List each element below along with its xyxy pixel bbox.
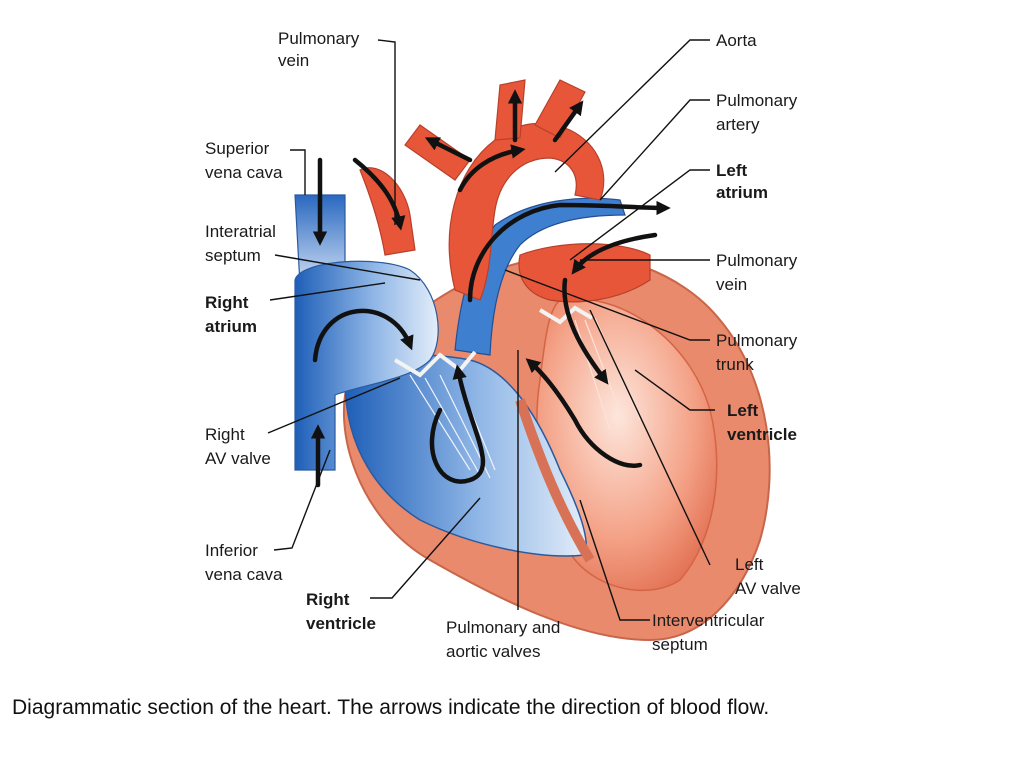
label-interventricular-septum: Interventricular septum bbox=[652, 611, 769, 654]
label-left-ventricle: Left ventricle bbox=[727, 401, 797, 444]
figure-caption: Diagrammatic section of the heart. The a… bbox=[12, 696, 770, 719]
label-right-atrium: Right atrium bbox=[205, 293, 257, 336]
label-interatrial-septum: Interatrial septum bbox=[205, 222, 281, 265]
aorta-arch bbox=[448, 122, 605, 301]
interventricular-septum-wall bbox=[515, 398, 595, 563]
label-pulmonary-vein-top: Pulmonary vein bbox=[278, 29, 364, 70]
label-pulmonary-aortic-valves: Pulmonary and aortic valves bbox=[446, 618, 565, 661]
heart-diagram: Pulmonary vein Superior vena cava Intera… bbox=[205, 29, 802, 661]
right-atrium-chamber bbox=[294, 260, 439, 471]
label-pulmonary-trunk: Pulmonary trunk bbox=[716, 331, 802, 374]
pulmonary-vein-left bbox=[359, 167, 416, 256]
label-superior-vena-cava: Superior vena cava bbox=[205, 139, 283, 182]
chordae-right bbox=[409, 371, 496, 479]
aorta-branches bbox=[404, 79, 586, 181]
label-pulmonary-artery: Pulmonary artery bbox=[716, 91, 802, 134]
right-av-valve-leaflets bbox=[393, 350, 477, 378]
blood-flow-arrows bbox=[310, 89, 671, 488]
label-right-av-valve: Right AV valve bbox=[205, 425, 271, 468]
label-right-ventricle: Right ventricle bbox=[306, 590, 376, 633]
label-pulmonary-vein-right: Pulmonary vein bbox=[716, 251, 802, 294]
label-left-atrium: Left atrium bbox=[716, 161, 768, 202]
leader-lines bbox=[267, 39, 715, 621]
left-ventricle-chamber bbox=[536, 298, 718, 592]
label-left-av-valve: Left AV valve bbox=[735, 555, 801, 598]
label-aorta: Aorta bbox=[716, 31, 757, 50]
label-inferior-vena-cava: Inferior vena cava bbox=[205, 541, 283, 584]
